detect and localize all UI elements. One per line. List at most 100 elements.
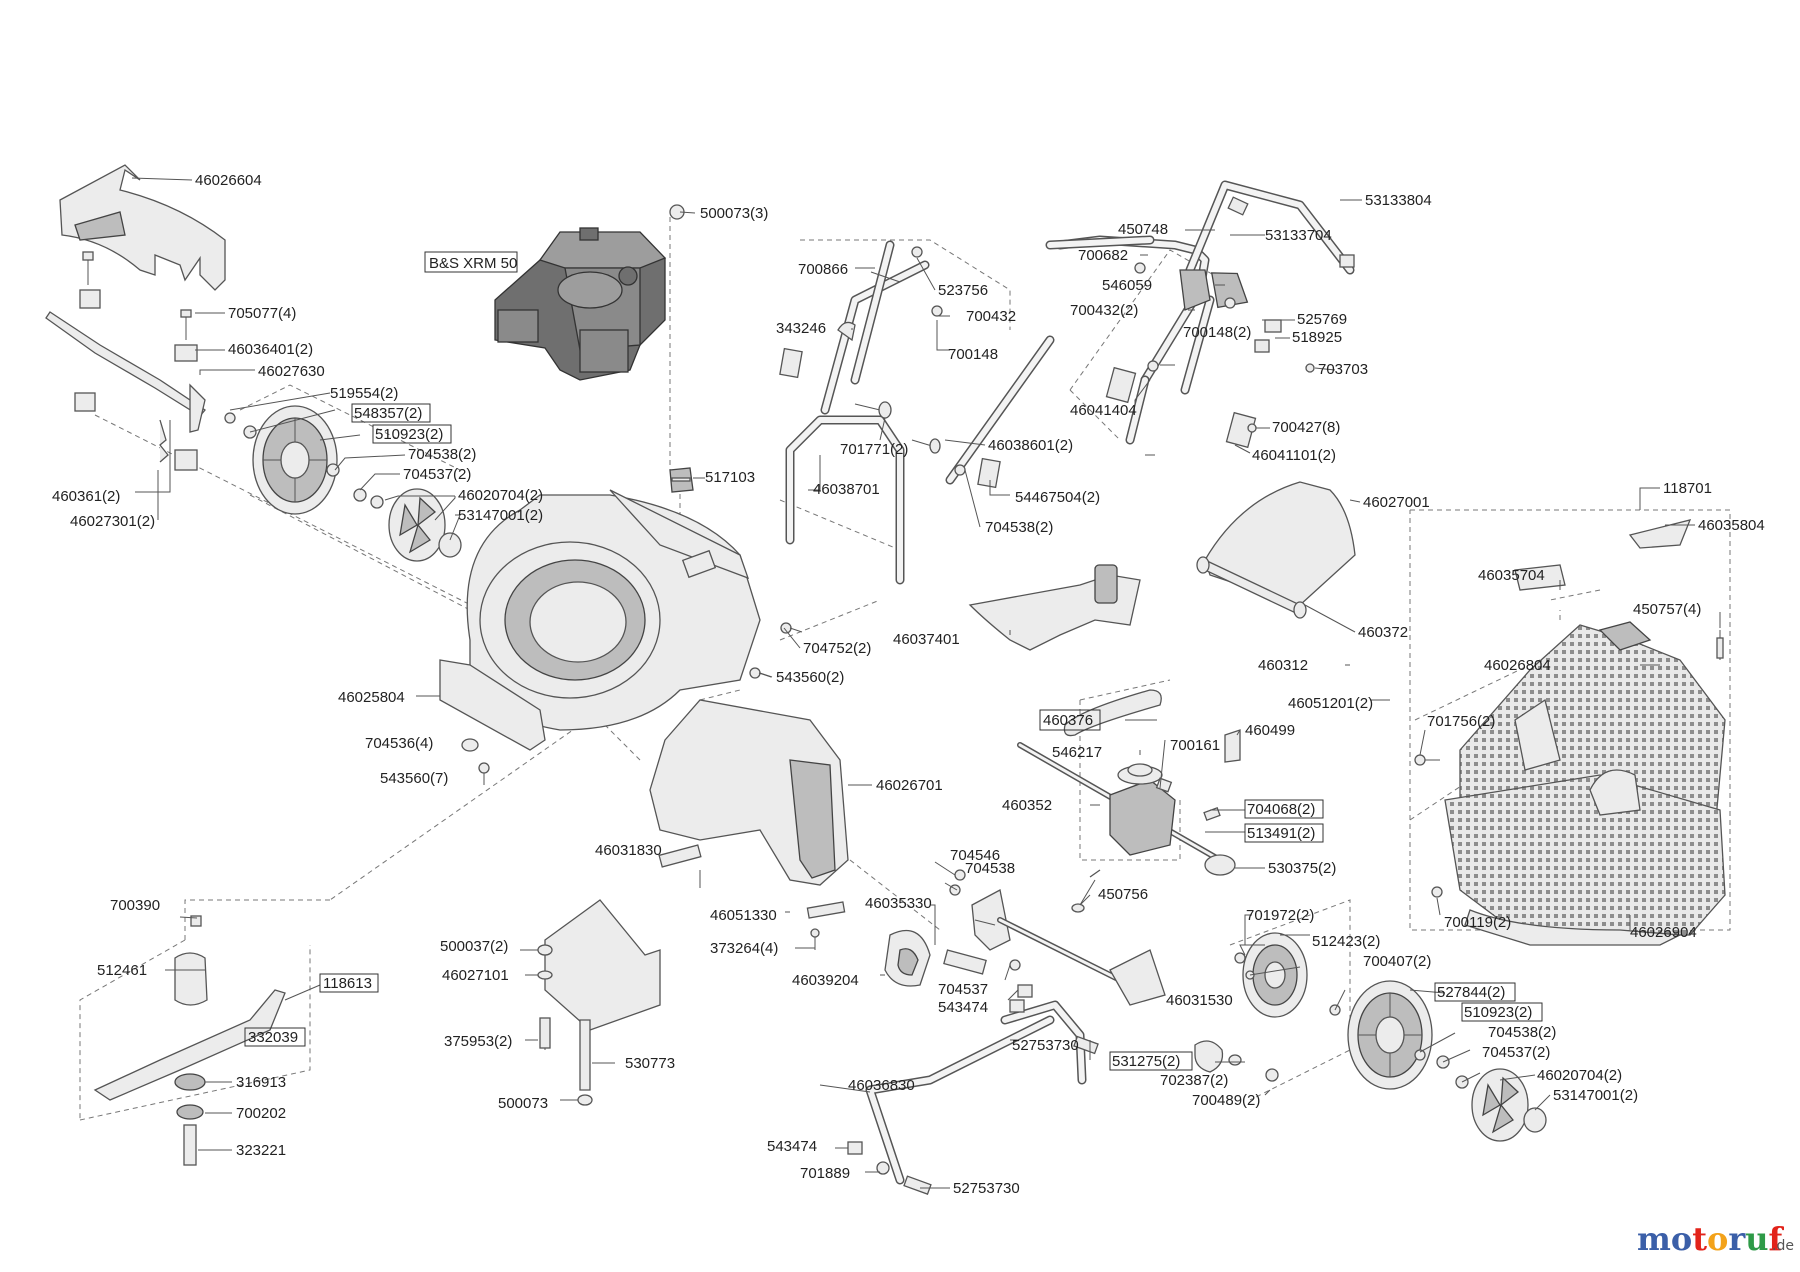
part-label: 46036401(2) xyxy=(228,341,313,358)
part-label: 702387(2) xyxy=(1160,1072,1228,1089)
part-label: 460352 xyxy=(1002,797,1052,814)
part-label: 46041404 xyxy=(1070,402,1137,419)
part-label: 701756(2) xyxy=(1427,713,1495,730)
part-label: 46051201(2) xyxy=(1288,695,1373,712)
part-label: 46035704 xyxy=(1478,567,1545,584)
part-label: 460376 xyxy=(1043,712,1093,729)
part-label: 46039204 xyxy=(792,972,859,989)
part-label: 700148 xyxy=(948,346,998,363)
bag-frame-support xyxy=(968,564,1141,651)
part-label: 700432 xyxy=(966,308,1016,325)
part-label: 500037(2) xyxy=(440,938,508,955)
part-label: 704538(2) xyxy=(1488,1024,1556,1041)
part-label: 704538(2) xyxy=(408,446,476,463)
part-label: 700148(2) xyxy=(1183,324,1251,341)
part-label: 543560(2) xyxy=(776,669,844,686)
part-label: 510923(2) xyxy=(375,426,443,443)
part-label: 500073 xyxy=(498,1095,548,1112)
part-label: 373264(4) xyxy=(710,940,778,957)
part-label: 460499 xyxy=(1245,722,1295,739)
part-label: 332039 xyxy=(248,1029,298,1046)
part-label: 46031830 xyxy=(595,842,662,859)
part-label: 705077(4) xyxy=(228,305,296,322)
part-label: 54467504(2) xyxy=(1015,489,1100,506)
part-label: 46027101 xyxy=(442,967,509,984)
part-label: 52753730 xyxy=(953,1180,1020,1197)
part-label: 53133804 xyxy=(1365,192,1432,209)
part-label: 46026701 xyxy=(876,777,943,794)
part-label: 46035804 xyxy=(1698,517,1765,534)
part-label: 46036830 xyxy=(848,1077,915,1094)
part-label: 701771(2) xyxy=(840,441,908,458)
part-label: 52753730 xyxy=(1012,1037,1079,1054)
part-label: 46027630 xyxy=(258,363,325,380)
mulch-insert xyxy=(537,899,661,1106)
part-label: 316913 xyxy=(236,1074,286,1091)
part-label: 704068(2) xyxy=(1247,801,1315,818)
part-label: 704752(2) xyxy=(803,640,871,657)
part-label: 546059 xyxy=(1102,277,1152,294)
part-label: 700432(2) xyxy=(1070,302,1138,319)
part-label: 510923(2) xyxy=(1464,1004,1532,1021)
svg-text:B&S XRM 50: B&S XRM 50 xyxy=(429,255,517,272)
part-label: 450757(4) xyxy=(1633,601,1701,618)
part-label: 512423(2) xyxy=(1312,933,1380,950)
rear-guard xyxy=(59,164,226,291)
part-label: 323221 xyxy=(236,1142,286,1159)
part-label: 53147001(2) xyxy=(458,507,543,524)
grass-bag xyxy=(1414,519,1726,946)
motoruf-logo: motoruf .de xyxy=(1637,1220,1794,1258)
engine-label: B&S XRM 50 xyxy=(424,251,518,273)
part-label: 46020704(2) xyxy=(1537,1067,1622,1084)
part-label: 700390 xyxy=(110,897,160,914)
grass-discharge xyxy=(649,699,849,950)
part-label: 523756 xyxy=(938,282,988,299)
part-label: 46026604 xyxy=(195,172,262,189)
part-label: 704546 xyxy=(950,847,1000,864)
part-label: 525769 xyxy=(1297,311,1347,328)
part-label: 704537 xyxy=(938,981,988,998)
left-rear-wheel xyxy=(243,405,384,515)
part-label: 46051330 xyxy=(710,907,777,924)
part-label: 513491(2) xyxy=(1247,825,1315,842)
part-label: 46037401 xyxy=(893,631,960,648)
part-label: 530773 xyxy=(625,1055,675,1072)
part-label: 118613 xyxy=(323,975,372,992)
part-label: 700202 xyxy=(236,1105,286,1122)
part-label: 700866 xyxy=(798,261,848,278)
part-label: 517103 xyxy=(705,469,755,486)
part-labels: 46026604 705077(4) 46036401(2) 46027630 … xyxy=(52,172,1765,1197)
rear-axle-assembly xyxy=(45,251,236,471)
part-label: 703703 xyxy=(1318,361,1368,378)
part-label: 450756 xyxy=(1098,886,1148,903)
part-label: 700119(2) xyxy=(1444,914,1511,931)
part-label: 460312 xyxy=(1258,657,1308,674)
lower-handle xyxy=(779,240,1055,585)
part-label: 700682 xyxy=(1078,247,1128,264)
part-label: 700427(8) xyxy=(1272,419,1340,436)
part-label: 500073(3) xyxy=(700,205,768,222)
front-axle xyxy=(884,869,1279,1082)
part-label: 704538 xyxy=(965,860,1015,877)
part-label: 46025804 xyxy=(338,689,405,706)
brand-tld: .de xyxy=(1772,1238,1794,1254)
part-label: 543560(7) xyxy=(380,770,448,787)
part-label: 460372 xyxy=(1358,624,1408,641)
mower-deck xyxy=(439,489,761,751)
part-label: 53147001(2) xyxy=(1553,1087,1638,1104)
part-label: 704538(2) xyxy=(985,519,1053,536)
part-label: 543474 xyxy=(938,999,988,1016)
drive-belt xyxy=(1063,689,1162,737)
part-label: 375953(2) xyxy=(444,1033,512,1050)
part-label: 46026804 xyxy=(1484,657,1551,674)
part-label: 548357(2) xyxy=(354,405,422,422)
part-label: 527844(2) xyxy=(1437,984,1505,1001)
engine xyxy=(494,227,667,381)
part-label: 460361(2) xyxy=(52,488,120,505)
grass-bag-lid xyxy=(1196,481,1356,619)
upper-handle xyxy=(1045,180,1355,449)
part-label: 53133704 xyxy=(1265,227,1332,244)
part-label: 46035330 xyxy=(865,895,932,912)
part-label: 530375(2) xyxy=(1268,860,1336,877)
